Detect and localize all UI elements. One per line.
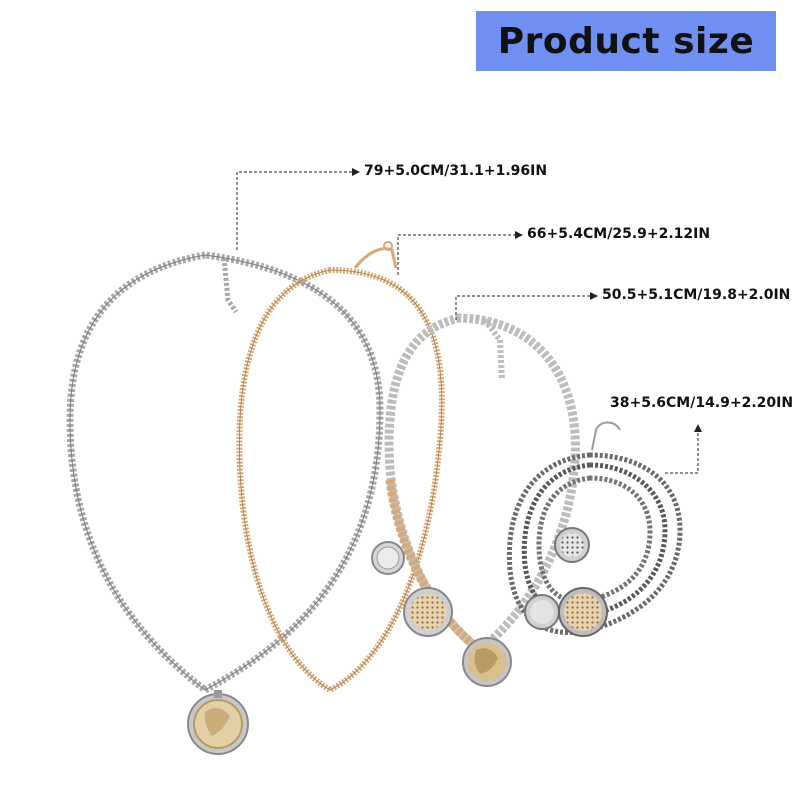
- coin-pendant-7: [558, 587, 608, 637]
- necklace-silver-long: [66, 251, 384, 695]
- page-title: Product size: [497, 20, 755, 62]
- dimension-line-3: [455, 292, 598, 320]
- dimension-line-2: [397, 231, 523, 275]
- banner-background: [476, 11, 776, 71]
- measurement-label-2: 66+5.4CM/25.9+2.12IN: [527, 226, 711, 242]
- dimension-line-1: [236, 168, 360, 250]
- coin-pendant-3: [403, 587, 453, 637]
- coin-pendant-1: [187, 690, 249, 755]
- coin-pendant-2: [371, 541, 405, 575]
- coin-pendant-4: [462, 637, 512, 687]
- coin-pendant-5: [554, 527, 590, 563]
- product-size-banner: Product size: [476, 11, 776, 71]
- coin-pendant-6: [524, 594, 560, 630]
- dimension-line-4: [665, 424, 702, 474]
- measurement-label-1: 79+5.0CM/31.1+1.96IN: [364, 163, 548, 179]
- measurement-label-4: 38+5.6CM/14.9+2.20IN: [610, 395, 794, 411]
- necklace-gold: [236, 241, 445, 694]
- measurement-label-3: 50.5+5.1CM/19.8+2.0IN: [602, 287, 791, 303]
